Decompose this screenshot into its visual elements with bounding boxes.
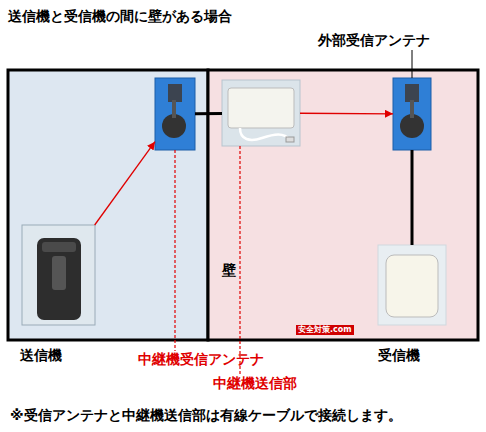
usb-plug [286,137,294,142]
transmitter-device [22,225,95,325]
usb-cable [240,128,290,140]
signal-arrow [95,142,155,225]
external-antenna [393,78,431,150]
device-label: 送信機 [20,347,62,363]
device-label: 中継機送信部 [213,375,297,391]
photo-frame [22,225,95,325]
leader-line [239,146,240,375]
leader-line [174,150,175,351]
receiver-device [378,245,446,325]
antenna-rod [410,100,414,118]
cable-line [411,150,414,245]
device-label: 受信機 [378,347,420,363]
relay-node: 中継機送信部 [222,80,300,146]
relay-antenna [155,78,195,150]
photo-frame [378,245,446,325]
leader-line [412,50,413,78]
rooms [8,70,478,340]
photo-frame [222,80,300,146]
antenna-node: 中継機受信アンテナ [155,78,195,150]
transmitter-node: 送信機 [22,225,95,325]
receiver-node: 受信機 [378,245,446,325]
belt-clip [52,256,66,290]
antenna-top [168,84,182,102]
device-label: 中継機受信アンテナ [138,351,264,367]
watermark: 安全対策.com [296,325,354,335]
pouch-flap [42,242,76,252]
antenna-rod [172,100,176,118]
antenna-panel [155,78,195,150]
title: 送信機と受信機の間に壁がある場合 [8,8,232,24]
note: ※受信アンテナと中継機送信部は有線ケーブルで接続します。 [10,407,402,423]
relay-box [228,88,294,128]
relay-transmitter-device [222,80,300,146]
antenna-node: 外部受信アンテナ [393,78,431,150]
cable-line [195,112,222,115]
antenna-panel [393,78,431,150]
pouch [37,238,81,320]
right-room [208,70,478,340]
left-room [8,70,208,340]
leader-lines [175,50,412,375]
signal-arrow [300,113,393,115]
device-label: 外部受信アンテナ [318,32,430,48]
antenna-top [405,84,419,102]
wall-label: 壁 [222,262,236,278]
receiver-body [386,255,438,317]
